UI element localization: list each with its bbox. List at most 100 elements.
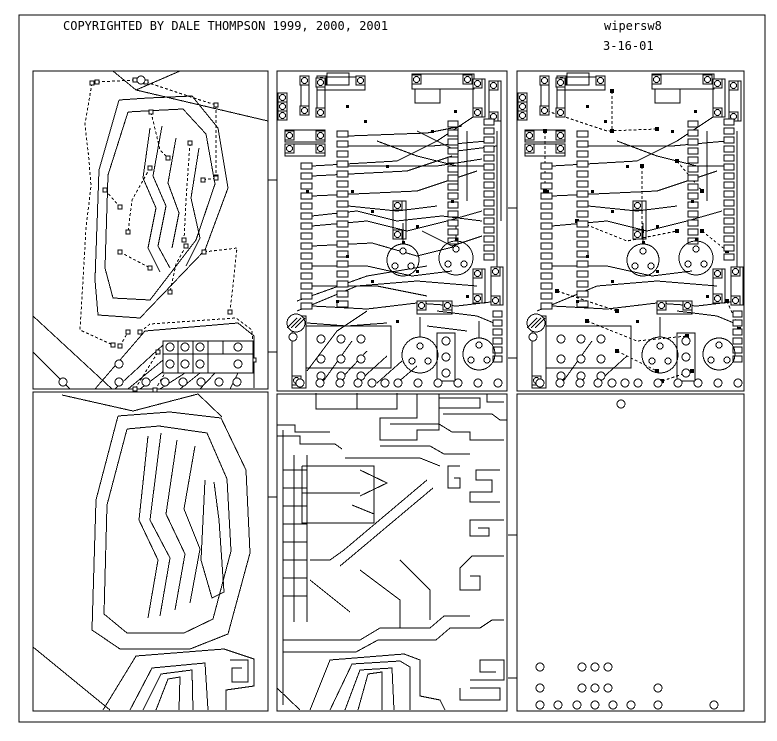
ic-pad	[447, 147, 459, 155]
ic-pad	[687, 165, 699, 173]
ic-pad	[540, 262, 553, 270]
square-pad	[315, 107, 326, 118]
round-pad	[576, 334, 586, 344]
round-pad	[114, 377, 124, 387]
square-pad	[595, 75, 606, 86]
drill-hole	[626, 700, 636, 710]
copper-outline	[469, 469, 500, 503]
drawing-title: wipersw8	[604, 19, 662, 33]
square-pad	[490, 295, 501, 306]
ic-pad	[300, 232, 313, 240]
pad-drill	[279, 94, 286, 101]
pad-drill	[519, 103, 526, 110]
ic-pad	[336, 220, 349, 228]
pad-drill	[658, 302, 665, 309]
via-dot	[585, 319, 589, 323]
ic-pad	[540, 222, 553, 230]
copper-outline	[102, 648, 225, 711]
copper-trace	[616, 140, 732, 167]
square-pad	[392, 200, 403, 211]
copper-outline	[469, 519, 504, 537]
transistor-pin	[408, 357, 416, 365]
copper-outline	[155, 676, 181, 711]
component-outline	[414, 88, 441, 104]
square-pad	[651, 74, 662, 85]
copper-trace	[552, 265, 693, 277]
ic-pad	[687, 192, 699, 200]
drill-hole	[653, 683, 663, 693]
round-pad	[681, 352, 691, 362]
ic-pad	[576, 250, 589, 258]
pad-drill	[444, 302, 451, 309]
solder-dot	[611, 210, 614, 213]
ic-pad	[447, 129, 459, 137]
panel-p3-frame	[516, 70, 745, 392]
ic-pad	[687, 138, 699, 146]
ratsnest-endpoint	[181, 237, 187, 243]
copper-trace	[588, 140, 728, 147]
square-pad	[490, 266, 501, 277]
panel-frames	[32, 70, 745, 712]
ic-pad	[483, 199, 495, 207]
component-outline	[436, 332, 456, 382]
round-pad	[607, 378, 617, 388]
ic-pad	[723, 172, 735, 180]
ratsnest-endpoint	[148, 109, 154, 115]
round-pad	[195, 342, 205, 352]
square-pad	[555, 107, 566, 118]
pad-drill	[704, 76, 711, 83]
ic-pad	[336, 250, 349, 258]
drill-hole	[577, 683, 587, 693]
ic-pad	[492, 346, 503, 354]
pad-drill	[714, 270, 721, 277]
copper-outline	[459, 687, 501, 701]
copper-trace	[551, 210, 723, 232]
transistor-pin	[684, 260, 692, 268]
ic-pad	[492, 319, 503, 327]
transistor-pin	[391, 262, 399, 270]
ic-pad	[336, 240, 349, 248]
copper-outline	[309, 653, 446, 711]
ic-pad	[687, 210, 699, 218]
copper-outline	[197, 393, 223, 418]
ratsnest-line	[616, 350, 658, 372]
ic-pad	[300, 262, 313, 270]
pad-drill	[653, 76, 660, 83]
ic-pad	[336, 200, 349, 208]
ic-pad	[483, 226, 495, 234]
solder-dot	[691, 200, 694, 203]
drill-hole	[590, 700, 600, 710]
ratsnest-line	[150, 111, 169, 159]
ratsnest-endpoint	[132, 386, 138, 392]
ic-pad	[483, 253, 495, 261]
ic-pad	[336, 300, 349, 308]
round-pad	[653, 378, 663, 388]
round-pad	[620, 378, 630, 388]
ic-pad	[540, 282, 553, 290]
ic-pad	[576, 230, 589, 238]
solder-dot	[371, 210, 374, 213]
copper-trace	[312, 285, 428, 297]
transistor-pin	[700, 260, 708, 268]
pad-drill	[474, 270, 481, 277]
solder-dot	[642, 241, 645, 244]
ratsnest-line	[203, 247, 238, 313]
copper-outline	[149, 432, 171, 617]
pad-drill	[317, 109, 324, 116]
ic-pad	[336, 170, 349, 178]
solder-dot	[586, 255, 589, 258]
round-pad	[356, 354, 366, 364]
outline-trace	[142, 127, 161, 273]
copper-outline	[277, 424, 330, 433]
ic-pad	[540, 302, 553, 310]
solder-dot	[371, 280, 374, 283]
solder-dot	[336, 300, 339, 303]
ic-pad	[687, 174, 699, 182]
ratsnest-endpoint	[125, 229, 131, 235]
round-pad	[556, 354, 566, 364]
square-pad	[472, 107, 483, 118]
ic-pad	[483, 136, 495, 144]
solder-dot	[454, 110, 457, 113]
copper-outline	[470, 659, 505, 681]
ic-pad	[336, 260, 349, 268]
